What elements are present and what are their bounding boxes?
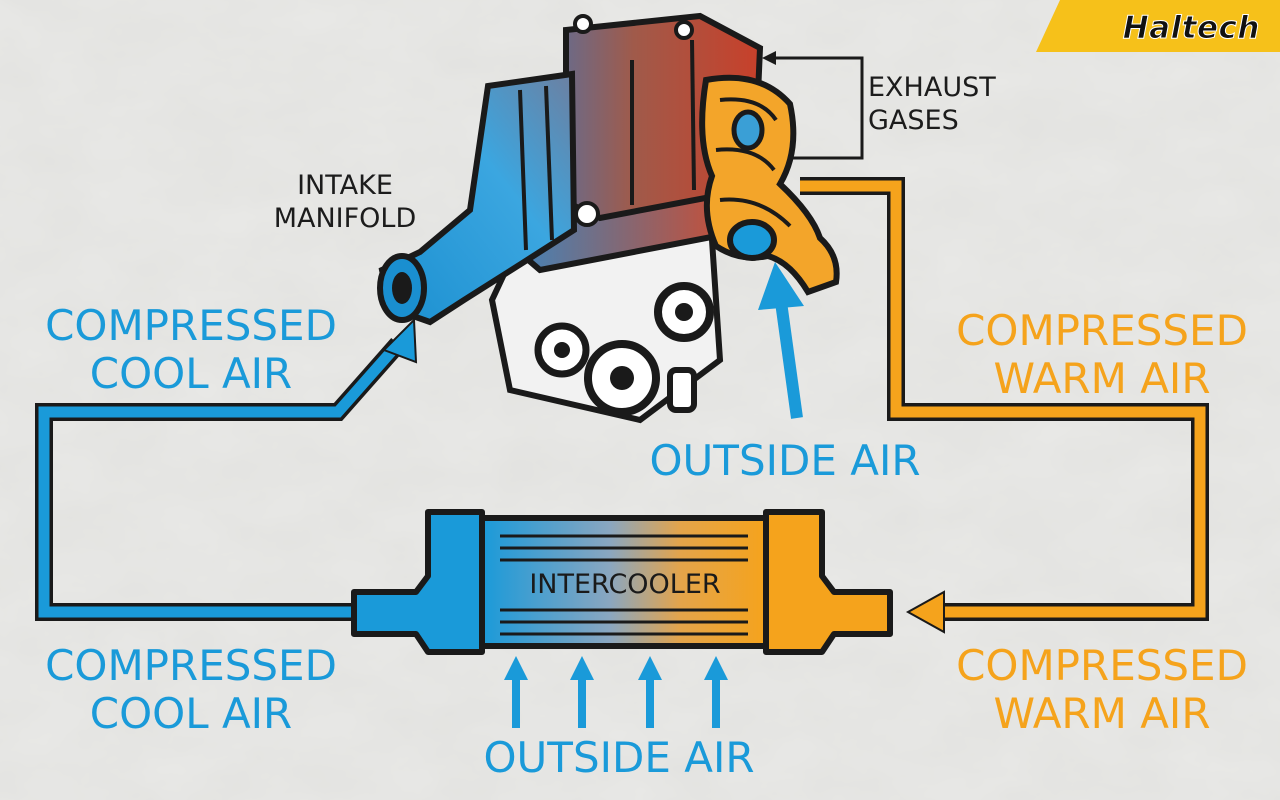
intercooler-label: INTERCOOLER xyxy=(529,569,721,600)
bottom-left-line2: COOL AIR xyxy=(89,689,293,738)
engine-illustration xyxy=(377,12,840,424)
intercooler xyxy=(351,509,893,655)
bottom-right-line1: COMPRESSED xyxy=(956,641,1248,690)
top-right-line1: COMPRESSED xyxy=(956,306,1248,355)
intercooler-outside-air-arrows xyxy=(504,656,728,728)
top-right-line2: WARM AIR xyxy=(993,354,1211,403)
turbo-outside-air-label: OUTSIDE AIR xyxy=(649,436,921,485)
bottom-right-warm-air-label: COMPRESSED WARM AIR xyxy=(942,645,1262,735)
exhaust-label-line2: GASES xyxy=(868,104,959,136)
bottom-left-line1: COMPRESSED xyxy=(45,641,337,690)
intercooler-core xyxy=(479,515,769,649)
intake-label-line2: MANIFOLD xyxy=(273,202,417,234)
haltech-logo: Haltech xyxy=(1122,10,1260,47)
bottom-left-cool-air-label: COMPRESSED COOL AIR xyxy=(36,645,346,735)
logo-badge xyxy=(1036,0,1280,52)
top-left-line2: COOL AIR xyxy=(89,349,293,398)
exhaust-gases-label: EXHAUST GASES xyxy=(868,72,996,138)
exhaust-label-line1: EXHAUST xyxy=(868,72,996,103)
intercooler-fins xyxy=(500,534,748,636)
exhaust-gases-bracket xyxy=(752,51,864,160)
cool-air-arrowhead xyxy=(382,317,418,364)
top-left-cool-air-label: COMPRESSED COOL AIR xyxy=(36,305,346,395)
top-left-line1: COMPRESSED xyxy=(45,301,337,350)
top-right-warm-air-label: COMPRESSED WARM AIR xyxy=(942,310,1262,400)
turbo-outside-air-arrow xyxy=(758,262,804,419)
intercooler-outside-air-label: OUTSIDE AIR xyxy=(483,733,755,782)
warm-air-arrowhead xyxy=(905,590,945,634)
warm-air-pipe xyxy=(800,177,1209,634)
intercooler-right-tank xyxy=(763,509,893,655)
intake-label-line1: INTAKE xyxy=(297,170,393,201)
bottom-right-line2: WARM AIR xyxy=(993,689,1211,738)
intake-manifold-label: INTAKE MANIFOLD xyxy=(264,170,426,236)
cool-air-pipe xyxy=(35,317,418,621)
intercooler-left-tank xyxy=(351,509,485,655)
turbo-inlet xyxy=(727,219,777,261)
